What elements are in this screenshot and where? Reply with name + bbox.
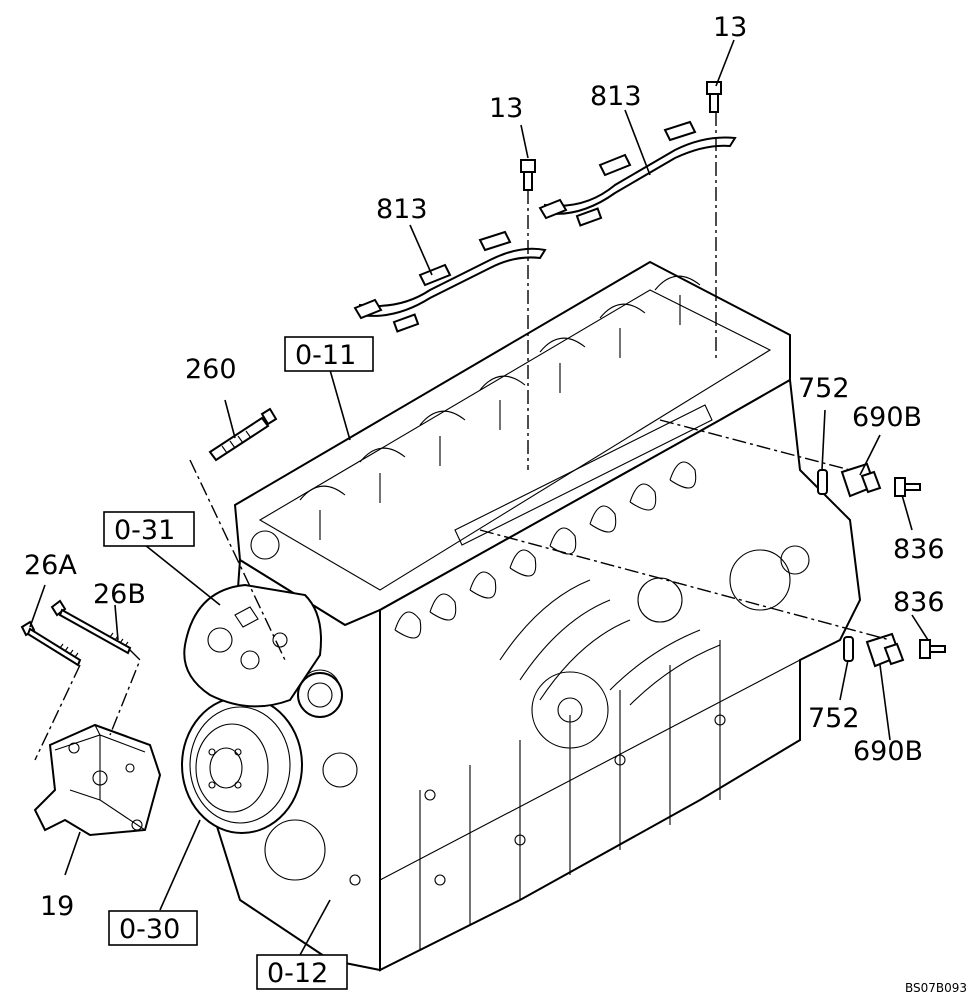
- bolt-13-center-illustration: [520, 159, 536, 191]
- ref-box-0-12[interactable]: 0-12: [256, 954, 348, 990]
- bolt-13-right-illustration: [706, 81, 722, 113]
- callout-bolt-13-right: 13: [713, 12, 747, 43]
- callout-bolt-26A: 26A: [24, 550, 77, 581]
- drawing-code: BS07B093: [905, 981, 967, 995]
- callout-harness-813-right: 813: [590, 81, 642, 112]
- bolt-26B-illustration: [50, 599, 132, 655]
- leader-lines: [29, 39, 929, 956]
- sensor-upper-illustration: [817, 462, 921, 498]
- callout-sensor-690B-lower: 690B: [853, 736, 923, 767]
- callout-bolt-836-upper: 836: [893, 534, 945, 565]
- ref-box-0-30[interactable]: 0-30: [108, 910, 198, 946]
- callout-harness-813-left: 813: [376, 194, 428, 225]
- callout-bolt-26B: 26B: [93, 579, 146, 610]
- glow-plug-260-illustration: [208, 407, 278, 462]
- bolt-26A-illustration: [20, 620, 82, 667]
- ref-label-0-11: 0-11: [295, 340, 356, 371]
- callout-bracket-19: 19: [40, 891, 74, 922]
- injector-harness-813-left-illustration: [353, 230, 547, 333]
- sensor-lower-illustration: [843, 632, 946, 668]
- callout-bolt-13-center: 13: [489, 93, 523, 124]
- callout-glow-plug-260: 260: [185, 354, 237, 385]
- ref-box-0-11[interactable]: 0-11: [284, 336, 374, 372]
- pulley-illustration: [181, 696, 303, 834]
- ref-label-0-12: 0-12: [267, 958, 328, 989]
- callout-bolt-836-lower: 836: [893, 587, 945, 618]
- injector-harness-813-right-illustration: [538, 120, 737, 227]
- supply-pump-illustration: [183, 583, 343, 718]
- callout-sensor-752-upper: 752: [798, 373, 850, 404]
- callout-sensor-752-lower: 752: [808, 703, 860, 734]
- ref-box-0-31[interactable]: 0-31: [103, 511, 195, 547]
- ref-label-0-31: 0-31: [114, 515, 175, 546]
- bracket-19-illustration: [33, 723, 162, 837]
- ref-label-0-30: 0-30: [119, 914, 180, 945]
- callout-sensor-690B-upper: 690B: [852, 402, 922, 433]
